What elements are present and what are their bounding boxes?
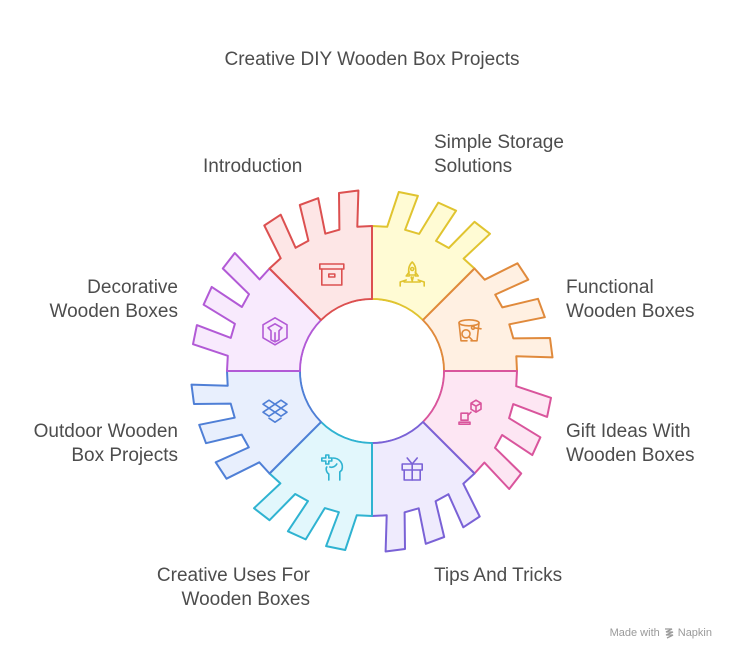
label-introduction: Introduction [203,156,303,177]
footer-text: Made with [609,627,660,639]
gear-segment-2 [421,262,554,372]
gear-segment-4 [371,420,481,553]
label-decorative: Decorative Wooden Boxes [49,277,178,322]
head-plus-icon [320,454,344,481]
footer-brand: Napkin [677,627,712,639]
label-tips-tricks: Tips And Tricks [434,565,563,586]
diagram-title: Creative DIY Wooden Box Projects [224,49,520,70]
napkin-logo-icon [664,628,674,639]
archive-box-icon [318,263,345,286]
bucket-search-icon [458,318,482,342]
gear-segment-6 [190,370,323,480]
label-functional: Functional Wooden Boxes [566,277,695,322]
rocket-launch-icon [399,261,426,287]
package-cube-icon [262,316,288,346]
napkin-watermark: Made with Napkin [610,627,712,639]
laptop-cube-icon [458,399,482,426]
dropbox-boxes-icon [262,399,288,424]
label-outdoor: Outdoor Wooden Box Projects [33,421,178,466]
label-gift-ideas: Gift Ideas With Wooden Boxes [566,421,695,466]
gift-icon [401,457,424,481]
gear-segment-5 [253,420,373,551]
gear-segment-1 [371,191,491,322]
label-simple-storage: Simple Storage Solutions [434,132,564,177]
gear-segment-8 [263,189,373,322]
gear-hub [301,300,443,442]
gear-segment-7 [192,252,323,372]
gear-segment-3 [421,370,552,490]
label-creative-uses: Creative Uses For Wooden Boxes [156,565,310,610]
